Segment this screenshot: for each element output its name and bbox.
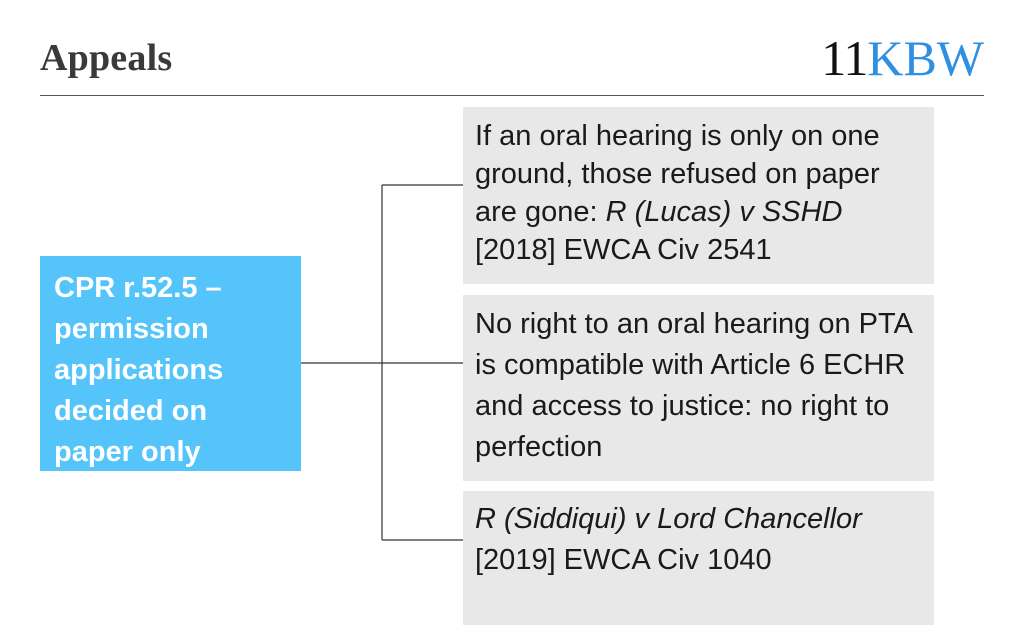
- child-node-2: No right to an oral hearing on PTA is co…: [463, 295, 934, 481]
- header-divider: [40, 95, 984, 96]
- logo-letters: KBW: [867, 30, 984, 86]
- firm-logo: 11KBW: [821, 30, 984, 86]
- node-1-case-name: R (Lucas) v SSHD: [605, 196, 843, 228]
- node-3-case-name: R (Siddiqui) v Lord Chancellor: [475, 503, 862, 535]
- node-2-text: No right to an oral hearing on PTA is co…: [475, 308, 912, 463]
- node-1-text: If an oral hearing is only on one ground…: [475, 120, 880, 228]
- node-3-citation: [2019] EWCA Civ 1040: [475, 544, 772, 576]
- node-1-citation: [2018] EWCA Civ 2541: [475, 234, 772, 266]
- page-title: Appeals: [40, 37, 173, 79]
- child-node-3: R (Siddiqui) v Lord Chancellor [2019] EW…: [463, 491, 934, 625]
- logo-number: 11: [821, 30, 868, 86]
- child-node-1: If an oral hearing is only on one ground…: [463, 107, 934, 284]
- root-node: CPR r.52.5 – permission applications dec…: [40, 256, 301, 471]
- root-node-text: CPR r.52.5 – permission applications dec…: [54, 272, 224, 468]
